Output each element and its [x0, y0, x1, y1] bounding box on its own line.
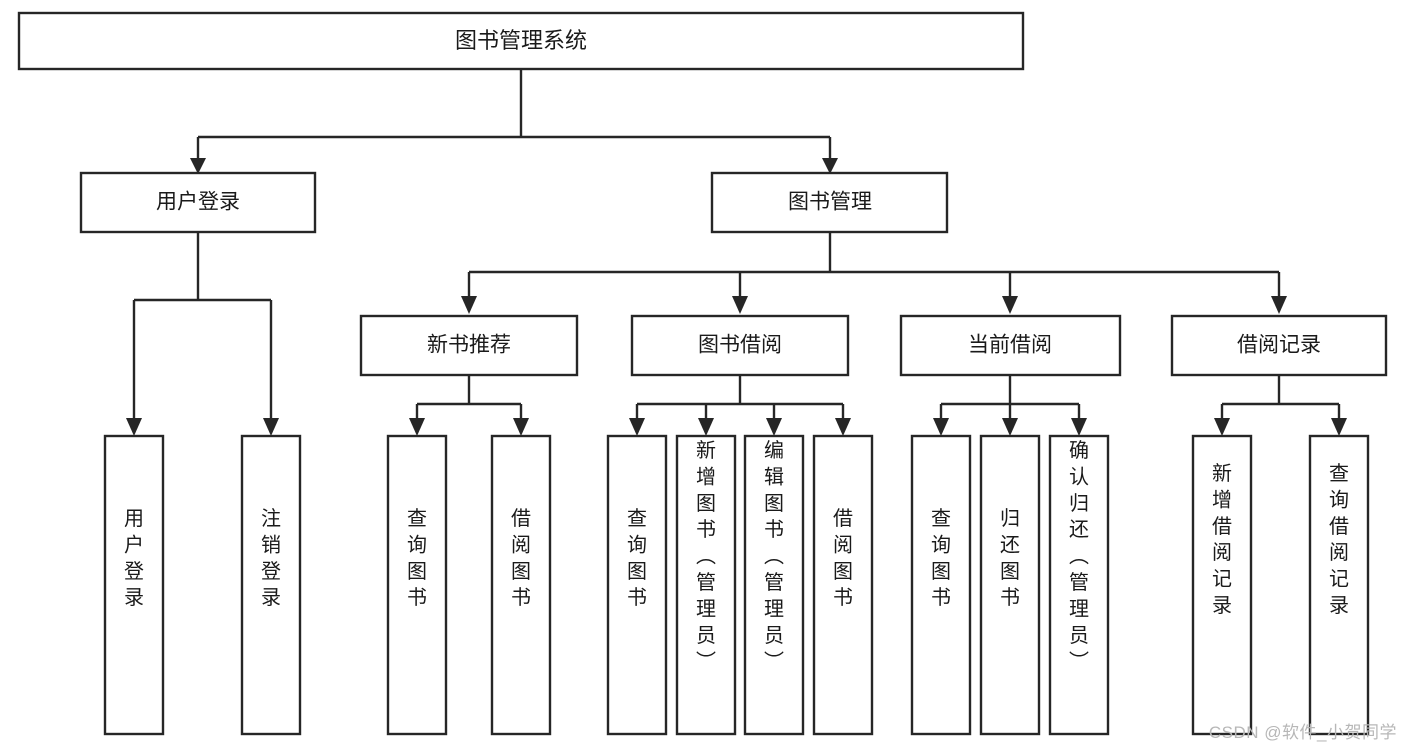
connector-layer: [126, 69, 1347, 436]
node-book-management-label: 图书管理: [788, 191, 872, 214]
leaf-node-user-login[interactable]: 用户登录: [103, 434, 165, 736]
leaf-node-nb-borrow-book-label: 借阅图书: [511, 507, 531, 609]
node-current-borrow-label: 当前借阅: [968, 334, 1052, 357]
leaf-node-user-login-box: [103, 434, 165, 736]
arrowhead-borrow-record: [1271, 296, 1287, 314]
arrowhead-book-mgmt: [822, 158, 838, 174]
leaf-node-cb-query-book-label: 查询图书: [931, 507, 951, 609]
node-book-borrow[interactable]: 图书借阅: [630, 314, 850, 377]
leaf-node-bb-borrow-book-box: [812, 434, 874, 736]
node-root-book-management-system[interactable]: 图书管理系统: [17, 11, 1025, 71]
node-root-box: [17, 11, 1025, 71]
leaf-node-cb-return-book-label: 归还图书: [1000, 507, 1020, 609]
leaf-node-br-query-record-label: 查询借阅记录: [1329, 462, 1349, 617]
leaf-node-br-query-record[interactable]: 查询借阅记录: [1308, 434, 1370, 736]
arrowhead-cb-leaf3: [1071, 418, 1087, 436]
leaf-node-nb-query-book-label: 查询图书: [407, 507, 427, 609]
node-root-label: 图书管理系统: [455, 28, 587, 53]
node-borrow-record[interactable]: 借阅记录: [1170, 314, 1388, 377]
leaf-node-nb-borrow-book[interactable]: 借阅图书: [490, 434, 552, 736]
node-book-borrow-label: 图书借阅: [698, 334, 782, 357]
node-book-borrow-box: [630, 314, 850, 377]
leaf-node-bb-add-book[interactable]: 新增图书︵管理员︶: [675, 434, 737, 736]
leaf-node-logout-box: [240, 434, 302, 736]
node-current-borrow-box: [899, 314, 1122, 377]
arrowhead-book-borrow: [732, 296, 748, 314]
arrowhead-bb-leaf3: [766, 418, 782, 436]
leaf-node-logout-label: 注销登录: [261, 507, 281, 609]
leaf-node-br-add-record-label: 新增借阅记录: [1212, 462, 1232, 617]
leaf-node-bb-add-book-box: [675, 434, 737, 736]
leaf-node-cb-confirm-return[interactable]: 确认归还︵管理员︶: [1048, 434, 1110, 736]
leaf-node-bb-borrow-book-label: 借阅图书: [833, 507, 853, 609]
arrowhead-current-borrow: [1002, 296, 1018, 314]
node-book-management[interactable]: 图书管理: [710, 171, 949, 234]
leaf-node-cb-confirm-return-label: 确认归还︵管理员︶: [1069, 439, 1089, 673]
arrowhead-cb-leaf2: [1002, 418, 1018, 436]
leaf-node-user-login-label: 用户登录: [124, 508, 144, 609]
leaf-node-bb-borrow-book[interactable]: 借阅图书: [812, 434, 874, 736]
leaf-node-nb-query-book[interactable]: 查询图书: [386, 434, 448, 736]
node-new-book-recommend[interactable]: 新书推荐: [359, 314, 579, 377]
leaf-node-bb-query-book-label: 查询图书: [627, 507, 647, 609]
leaf-node-br-add-record-box: [1191, 434, 1253, 736]
leaf-node-cb-return-book-box: [979, 434, 1041, 736]
node-current-borrow[interactable]: 当前借阅: [899, 314, 1122, 377]
leaf-node-bb-add-book-label: 新增图书︵管理员︶: [696, 439, 716, 673]
node-user-login-box: [79, 171, 317, 234]
leaf-node-cb-query-book[interactable]: 查询图书: [910, 434, 972, 736]
arrowhead-nb-leaf1: [409, 418, 425, 436]
node-user-login-label: 用户登录: [156, 191, 240, 214]
arrowhead-nb-leaf2: [513, 418, 529, 436]
arrowhead-br-leaf2: [1331, 418, 1347, 436]
node-user-login[interactable]: 用户登录: [79, 171, 317, 234]
leaf-node-bb-edit-book-label: 编辑图书︵管理员︶: [764, 439, 784, 673]
arrowhead-user-login: [190, 158, 206, 174]
arrowhead-cb-leaf1: [933, 418, 949, 436]
node-borrow-record-label: 借阅记录: [1237, 334, 1321, 357]
arrowhead-bb-leaf1: [629, 418, 645, 436]
leaf-node-cb-confirm-return-box: [1048, 434, 1110, 736]
arrowhead-leaf-logout: [263, 418, 279, 436]
node-book-management-box: [710, 171, 949, 234]
arrowhead-bb-leaf4: [835, 418, 851, 436]
node-borrow-record-box: [1170, 314, 1388, 377]
leaf-node-bb-query-book[interactable]: 查询图书: [606, 434, 668, 736]
arrowhead-br-leaf1: [1214, 418, 1230, 436]
leaf-node-nb-borrow-book-box: [490, 434, 552, 736]
leaf-node-br-add-record[interactable]: 新增借阅记录: [1191, 434, 1253, 736]
node-new-book-recommend-box: [359, 314, 579, 377]
leaf-node-bb-edit-book[interactable]: 编辑图书︵管理员︶: [743, 434, 805, 736]
leaf-node-cb-query-book-box: [910, 434, 972, 736]
leaf-node-nb-query-book-box: [386, 434, 448, 736]
leaf-node-bb-edit-book-box: [743, 434, 805, 736]
arrowhead-new-book: [461, 296, 477, 314]
arrowhead-leaf-user-login: [126, 418, 142, 436]
leaf-node-logout[interactable]: 注销登录: [240, 434, 302, 736]
csdn-watermark: CSDN @软件_小贺同学: [1208, 723, 1397, 742]
leaf-node-cb-return-book[interactable]: 归还图书: [979, 434, 1041, 736]
arrowhead-bb-leaf2: [698, 418, 714, 436]
leaf-node-br-query-record-box: [1308, 434, 1370, 736]
leaf-node-bb-query-book-box: [606, 434, 668, 736]
node-new-book-recommend-label: 新书推荐: [427, 334, 511, 357]
